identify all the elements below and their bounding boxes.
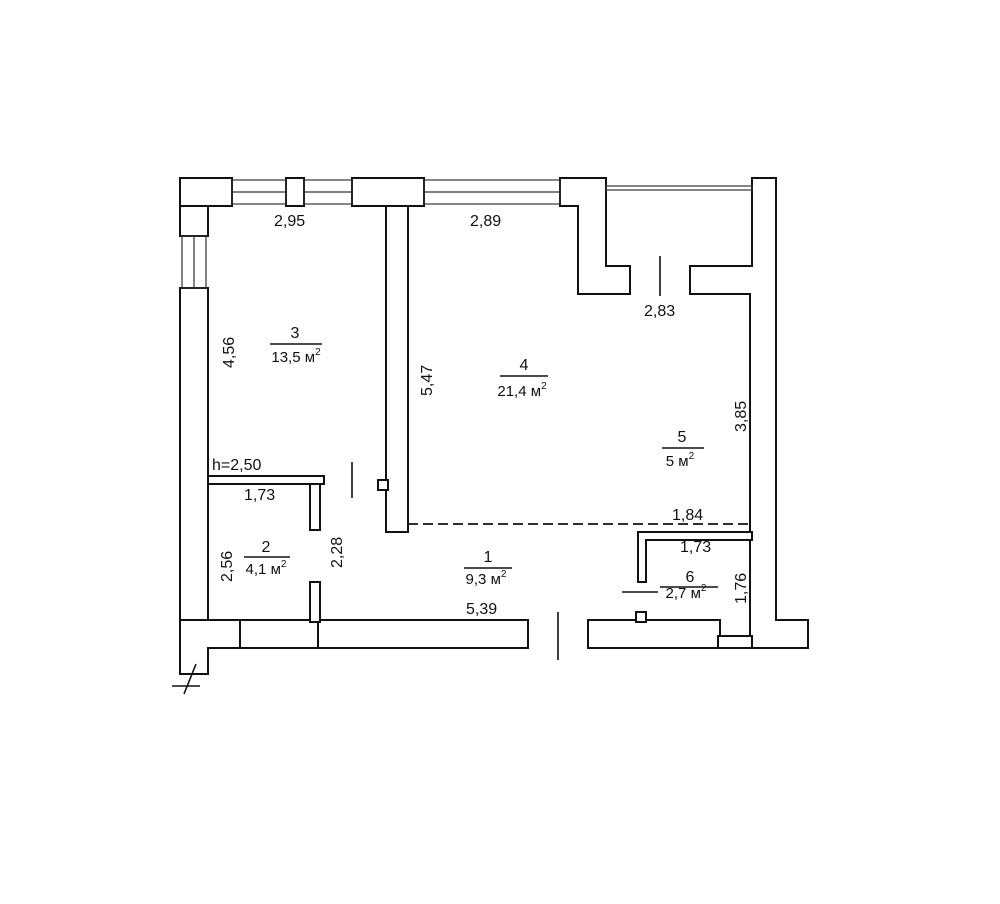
dim-room5-right: 3,85	[733, 401, 750, 432]
room-6-area: 2,7 м2	[666, 583, 707, 602]
room-3-area: 13,5 м2	[271, 347, 321, 366]
walls	[179, 177, 809, 675]
wall-top-right-block	[559, 177, 631, 295]
room-2-number: 2	[262, 539, 271, 556]
dim-room5-bottom: 1,84	[672, 507, 703, 524]
wall-partition-nub	[377, 479, 389, 491]
dimension-labels: 2,95 2,89 2,83 4,56 5,47 3,85 h=2,50 1,7…	[212, 213, 750, 618]
wall-room2-top	[207, 475, 325, 485]
room-2-area: 4,1 м2	[246, 559, 287, 578]
dim-room6-top: 1,73	[680, 539, 711, 556]
wall-bottom-left	[179, 619, 241, 675]
dim-corridor-bottom: 5,39	[466, 601, 497, 618]
room-5-area: 5 м2	[666, 451, 695, 470]
room-5-number: 5	[678, 429, 687, 446]
dim-room6-right: 1,76	[733, 573, 750, 604]
wall-right-block	[689, 177, 809, 649]
dim-room2-left: 2,56	[219, 551, 236, 582]
room-1-number: 1	[484, 549, 493, 566]
dim-room2-top: 1,73	[244, 487, 275, 504]
room-6-number: 6	[686, 569, 695, 586]
dim-room3-right: 5,47	[419, 365, 436, 396]
room-4-number: 4	[520, 357, 529, 374]
room-4-area: 21,4 м2	[497, 381, 547, 400]
break-mark	[172, 663, 200, 695]
wall-top-left-corner	[179, 177, 233, 207]
wall-room2-right-lower	[309, 581, 321, 623]
room-3-number: 3	[291, 325, 300, 342]
room-1-area: 9,3 м2	[466, 569, 507, 588]
wall-room2-right-upper	[309, 483, 321, 531]
wall-top-mid	[351, 177, 425, 207]
dim-room3-top: 2,95	[274, 213, 305, 230]
wall-bottom-right-end	[717, 635, 753, 649]
wall-left-lower	[179, 287, 209, 675]
wall-bottom-right	[587, 619, 721, 649]
door-marks	[172, 256, 750, 695]
wall-bottom-left-run	[239, 619, 321, 649]
dim-room3-left: 4,56	[221, 337, 238, 368]
dim-room4-top: 2,89	[470, 213, 501, 230]
ceiling-height: h=2,50	[212, 457, 261, 474]
wall-room6	[637, 531, 753, 583]
windows	[181, 179, 753, 289]
wall-room6-nub	[635, 611, 647, 623]
wall-partition-3-4	[385, 205, 409, 533]
dim-room5-top: 2,83	[644, 303, 675, 320]
wall-pier-room3	[285, 177, 305, 207]
wall-bottom-corridor	[317, 619, 529, 649]
room-labels: 3 13,5 м2 4 21,4 м2 5 5 м2 2 4,1 м2 1 9,…	[244, 325, 718, 602]
window-balcony	[605, 185, 753, 191]
dim-room2-right: 2,28	[329, 537, 346, 568]
